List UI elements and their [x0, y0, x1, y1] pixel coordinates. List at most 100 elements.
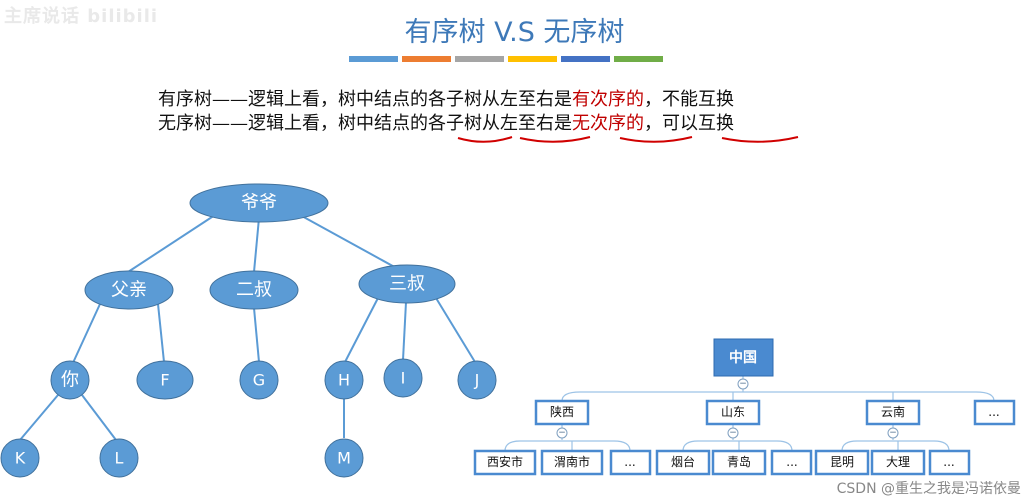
- province-labels: 陕西 山东 云南 ...: [550, 404, 1000, 419]
- tree-edge: [157, 303, 165, 363]
- red-underlines: [457, 136, 799, 143]
- org-node-box: [705, 399, 761, 426]
- collapse-markers: [556, 378, 899, 439]
- tree-edge: [19, 394, 59, 441]
- org-node-box: [540, 449, 604, 476]
- node-k: [0, 438, 40, 478]
- tree-edge: [81, 394, 117, 441]
- label-root: 爷爷: [241, 193, 277, 214]
- watermark: 主席说话 bilibili: [4, 6, 159, 27]
- collapse-symbol: −: [889, 428, 897, 438]
- unordered-post: ，可以互换: [644, 113, 734, 134]
- org-node-box: [534, 399, 590, 426]
- unordered-emphasis: 无次序的: [572, 113, 644, 134]
- accent-bar: [455, 56, 504, 62]
- org-node-label: ...: [786, 455, 797, 469]
- org-root-label: 中国: [729, 349, 757, 366]
- org-node-label: 烟台: [671, 454, 695, 469]
- label-you: 你: [61, 370, 79, 391]
- org-node-label: ...: [988, 405, 999, 419]
- credit: CSDN @重生之我是冯诺依曼: [836, 481, 1021, 497]
- label-uncle2: 二叔: [236, 280, 272, 301]
- org-node-label: 昆明: [830, 455, 854, 469]
- org-node-box: [711, 449, 767, 476]
- connector: [682, 440, 793, 452]
- org-node-label: 山东: [721, 405, 745, 419]
- accent-bars: [349, 56, 663, 62]
- connector: [561, 391, 995, 402]
- node-f: [136, 360, 194, 400]
- org-node-box: [973, 399, 1016, 426]
- label-f: F: [160, 371, 169, 390]
- collapse-icon[interactable]: [556, 427, 568, 439]
- org-node-box: [655, 449, 711, 476]
- collapse-icon[interactable]: [887, 427, 899, 439]
- node-h: [324, 360, 364, 400]
- tree-edge: [253, 217, 260, 273]
- underline: [457, 136, 513, 143]
- tree-edge: [435, 297, 476, 363]
- org-node-label: 西安市: [487, 454, 523, 469]
- collapse-icon[interactable]: [737, 378, 749, 390]
- city-boxes: [473, 449, 971, 476]
- node-root: [189, 183, 329, 223]
- label-m: M: [337, 449, 351, 468]
- org-node-box: [770, 449, 813, 476]
- label-h: H: [338, 371, 350, 390]
- org-node-box: [473, 449, 537, 476]
- node-uncle2: [209, 270, 299, 310]
- node-g: [239, 360, 279, 400]
- definitions: 有序树——逻辑上看，树中结点的各子树从左至右是有次序的，不能互换 无序树——逻辑…: [158, 88, 734, 136]
- label-g: G: [253, 371, 265, 390]
- collapse-symbol: −: [739, 379, 747, 389]
- tree-edge: [299, 214, 401, 271]
- org-connectors: [504, 376, 995, 452]
- family-tree-edges: [19, 214, 476, 441]
- tree-edge: [71, 303, 101, 366]
- label-uncle3: 三叔: [389, 274, 425, 295]
- collapse-icon[interactable]: [727, 427, 739, 439]
- ordered-post: ，不能互换: [644, 89, 734, 110]
- org-node-box: [609, 449, 652, 476]
- family-tree-nodes: [0, 183, 497, 478]
- label-i: I: [401, 369, 406, 388]
- org-node-label: ...: [943, 455, 954, 469]
- node-m: [324, 438, 364, 478]
- org-node-box: [870, 449, 926, 476]
- org-node-label: 青岛: [727, 454, 751, 469]
- connector: [504, 440, 631, 452]
- node-l: [99, 438, 139, 478]
- page-title: 有序树 V.S 无序树: [404, 17, 625, 48]
- org-node-box: [928, 449, 971, 476]
- underline: [721, 136, 799, 143]
- label-k: K: [15, 449, 26, 468]
- org-node-label: 陕西: [550, 404, 574, 419]
- underline: [519, 136, 591, 143]
- tree-edge: [344, 297, 379, 363]
- ordered-pre: 有序树——逻辑上看，树中结点的各子树从左至右是: [158, 89, 572, 110]
- accent-bar: [614, 56, 663, 62]
- org-node-label: ...: [624, 455, 635, 469]
- node-father: [84, 270, 174, 310]
- label-l: L: [115, 449, 124, 468]
- accent-bar: [349, 56, 398, 62]
- province-boxes: [534, 399, 1016, 426]
- ordered-emphasis: 有次序的: [572, 89, 644, 110]
- tree-edge: [127, 214, 216, 273]
- org-root-box: [713, 338, 774, 377]
- tree-edge: [402, 301, 407, 361]
- collapse-symbol: −: [558, 428, 566, 438]
- node-you: [50, 360, 90, 400]
- org-node-label: 大理: [886, 455, 910, 469]
- unordered-definition: 无序树——逻辑上看，树中结点的各子树从左至右是无次序的，可以互换: [158, 112, 734, 136]
- underline: [619, 136, 693, 143]
- accent-bar: [561, 56, 610, 62]
- city-labels: 西安市 渭南市 ... 烟台 青岛 ... 昆明 大理 ...: [487, 454, 955, 469]
- label-father: 父亲: [111, 280, 147, 301]
- org-node-box: [814, 449, 870, 476]
- org-node-label: 云南: [881, 404, 905, 419]
- connector: [841, 440, 950, 452]
- accent-bar: [402, 56, 451, 62]
- node-uncle3: [358, 264, 456, 304]
